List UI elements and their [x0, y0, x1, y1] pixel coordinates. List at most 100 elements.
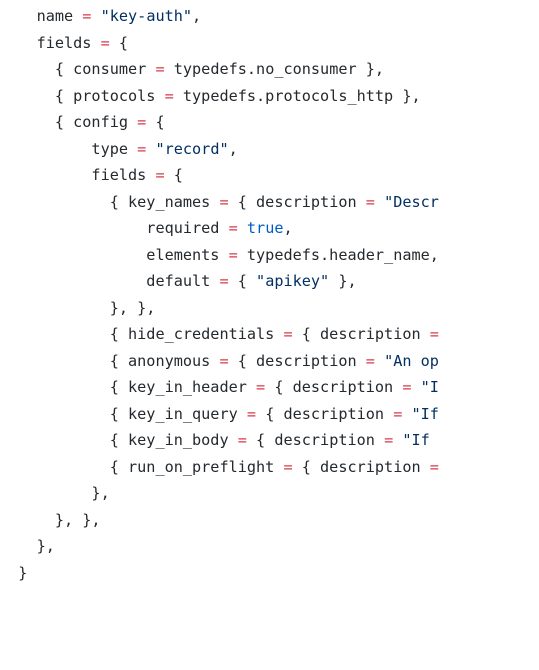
- code-text: ,: [283, 219, 293, 237]
- code-text: { description: [292, 325, 430, 343]
- code-text: {: [109, 33, 129, 52]
- code-text: ,: [228, 139, 238, 158]
- operator-token: =: [164, 86, 174, 105]
- string-literal: "I: [420, 378, 439, 396]
- string-literal: "An op: [384, 351, 439, 370]
- operator-token: =: [402, 378, 412, 396]
- operator-token: =: [228, 219, 238, 237]
- code-text: }, },: [0, 298, 156, 317]
- code-text: { consumer: [0, 60, 156, 78]
- operator-token: =: [393, 404, 403, 423]
- code-text: {: [228, 272, 257, 290]
- code-text: { config: [0, 113, 138, 131]
- code-line: { protocols = typedefs.protocols_http },: [0, 83, 539, 110]
- code-text: { description: [256, 404, 394, 423]
- code-text: typedefs.protocols_http },: [173, 86, 421, 105]
- code-line: { anonymous = { description = "An op: [0, 348, 539, 375]
- operator-token: =: [384, 431, 394, 449]
- code-text: { description: [228, 192, 366, 211]
- code-text: fields: [0, 166, 156, 184]
- code-text: type: [0, 139, 138, 158]
- operator-token: =: [429, 457, 439, 476]
- code-text: fields: [0, 33, 101, 52]
- string-literal: "If: [411, 404, 439, 423]
- code-line: { key_names = { description = "Descr: [0, 189, 539, 216]
- operator-token: =: [137, 139, 147, 158]
- code-text: typedefs.no_consumer },: [164, 60, 385, 78]
- operator-token: =: [219, 351, 229, 370]
- code-line: { consumer = typedefs.no_consumer },: [0, 56, 539, 83]
- operator-token: =: [82, 7, 92, 25]
- code-text: }, },: [0, 510, 101, 529]
- code-line: { key_in_header = { description = "I: [0, 374, 539, 401]
- code-line: required = true,: [0, 215, 539, 242]
- code-text: name: [0, 7, 83, 25]
- operator-token: =: [137, 113, 147, 131]
- string-literal: "If: [402, 431, 430, 449]
- code-text: { description: [292, 457, 430, 476]
- code-text: }: [0, 563, 28, 582]
- string-literal: "key-auth": [100, 7, 193, 25]
- code-text: },: [0, 537, 55, 555]
- code-text: { key_in_query: [0, 404, 247, 423]
- code-text: {: [164, 166, 183, 184]
- code-line: type = "record",: [0, 136, 539, 163]
- code-line: { hide_credentials = { description =: [0, 321, 539, 348]
- code-line: }: [0, 560, 539, 587]
- code-line: { key_in_body = { description = "If: [0, 427, 539, 454]
- code-text: { protocols: [0, 86, 165, 105]
- code-text: [402, 405, 411, 423]
- code-text: { description: [265, 378, 403, 396]
- operator-token: =: [283, 457, 293, 476]
- code-line: { config = {: [0, 109, 539, 136]
- code-line: fields = {: [0, 30, 539, 57]
- code-line: }, },: [0, 295, 539, 322]
- code-line: elements = typedefs.header_name,: [0, 242, 539, 269]
- code-text: { description: [246, 431, 385, 449]
- code-text: [412, 378, 421, 396]
- code-text: required: [0, 219, 229, 237]
- operator-token: =: [429, 325, 439, 343]
- code-text: { key_in_header: [0, 378, 257, 396]
- code-text: [375, 193, 384, 211]
- operator-token: =: [365, 192, 375, 211]
- string-literal: "Descr: [384, 192, 439, 211]
- code-text: [375, 352, 384, 370]
- operator-token: =: [237, 431, 247, 449]
- code-text: },: [329, 272, 357, 290]
- code-text: { anonymous: [0, 351, 220, 370]
- code-text: { run_on_preflight: [0, 457, 284, 476]
- operator-token: =: [219, 272, 229, 290]
- operator-token: =: [228, 245, 238, 264]
- code-text: {: [146, 113, 165, 131]
- code-text: [91, 7, 100, 25]
- code-text: },: [0, 484, 110, 502]
- operator-token: =: [256, 378, 266, 396]
- string-literal: "record": [155, 139, 229, 158]
- code-text: { key_names: [0, 192, 220, 211]
- operator-token: =: [100, 33, 110, 52]
- operator-token: =: [155, 166, 165, 184]
- operator-token: =: [219, 192, 229, 211]
- operator-token: =: [283, 325, 293, 343]
- code-line: { key_in_query = { description = "If: [0, 401, 539, 428]
- code-text: elements: [0, 245, 229, 264]
- code-line: default = { "apikey" },: [0, 268, 539, 295]
- operator-token: =: [246, 404, 257, 423]
- keyword-token: true: [246, 219, 284, 237]
- code-text: typedefs.header_name,: [237, 245, 439, 264]
- code-line: }, },: [0, 507, 539, 534]
- code-line: fields = {: [0, 162, 539, 189]
- code-text: { description: [228, 351, 366, 370]
- string-literal: "apikey": [256, 272, 330, 290]
- code-text: default: [0, 272, 220, 290]
- code-line: },: [0, 533, 539, 560]
- operator-token: =: [365, 351, 375, 370]
- code-text: [393, 431, 402, 449]
- code-text: { key_in_body: [0, 431, 238, 449]
- code-text: { hide_credentials: [0, 325, 284, 343]
- code-line: },: [0, 480, 539, 507]
- code-line: { run_on_preflight = { description =: [0, 454, 539, 481]
- code-text: [238, 219, 247, 237]
